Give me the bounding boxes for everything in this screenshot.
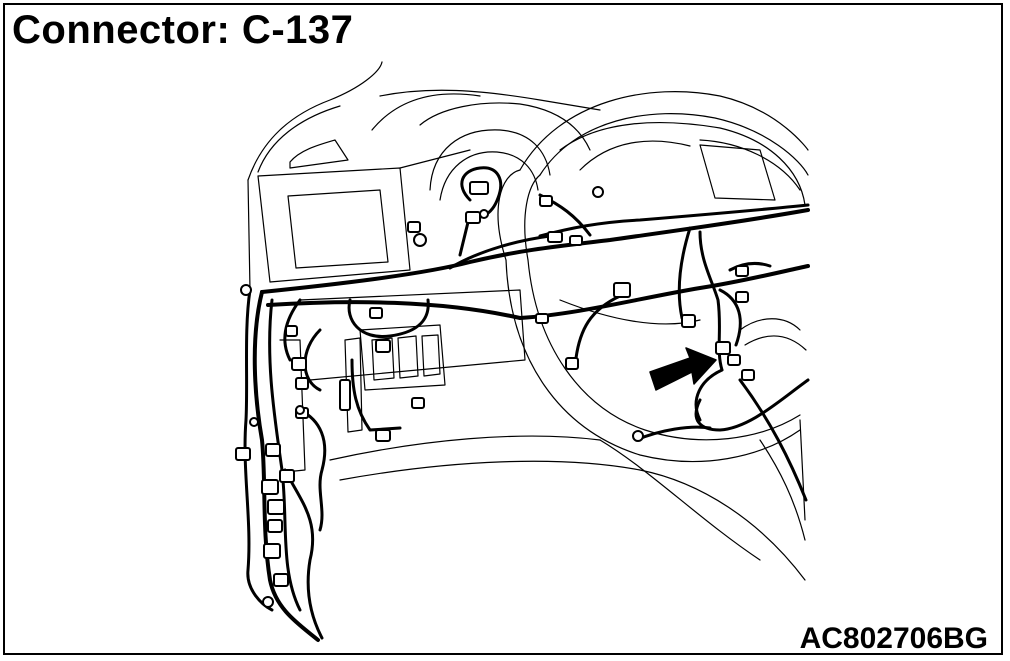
connectors xyxy=(235,181,755,587)
wiring-harness xyxy=(243,166,810,642)
ground-terminals xyxy=(240,186,644,608)
reference-code: AC802706BG xyxy=(799,622,988,655)
dashboard-outline xyxy=(247,61,806,581)
diagram-frame xyxy=(3,3,1003,655)
diagram-title: Connector: C-137 xyxy=(12,8,354,52)
arrow-icon xyxy=(649,347,717,391)
